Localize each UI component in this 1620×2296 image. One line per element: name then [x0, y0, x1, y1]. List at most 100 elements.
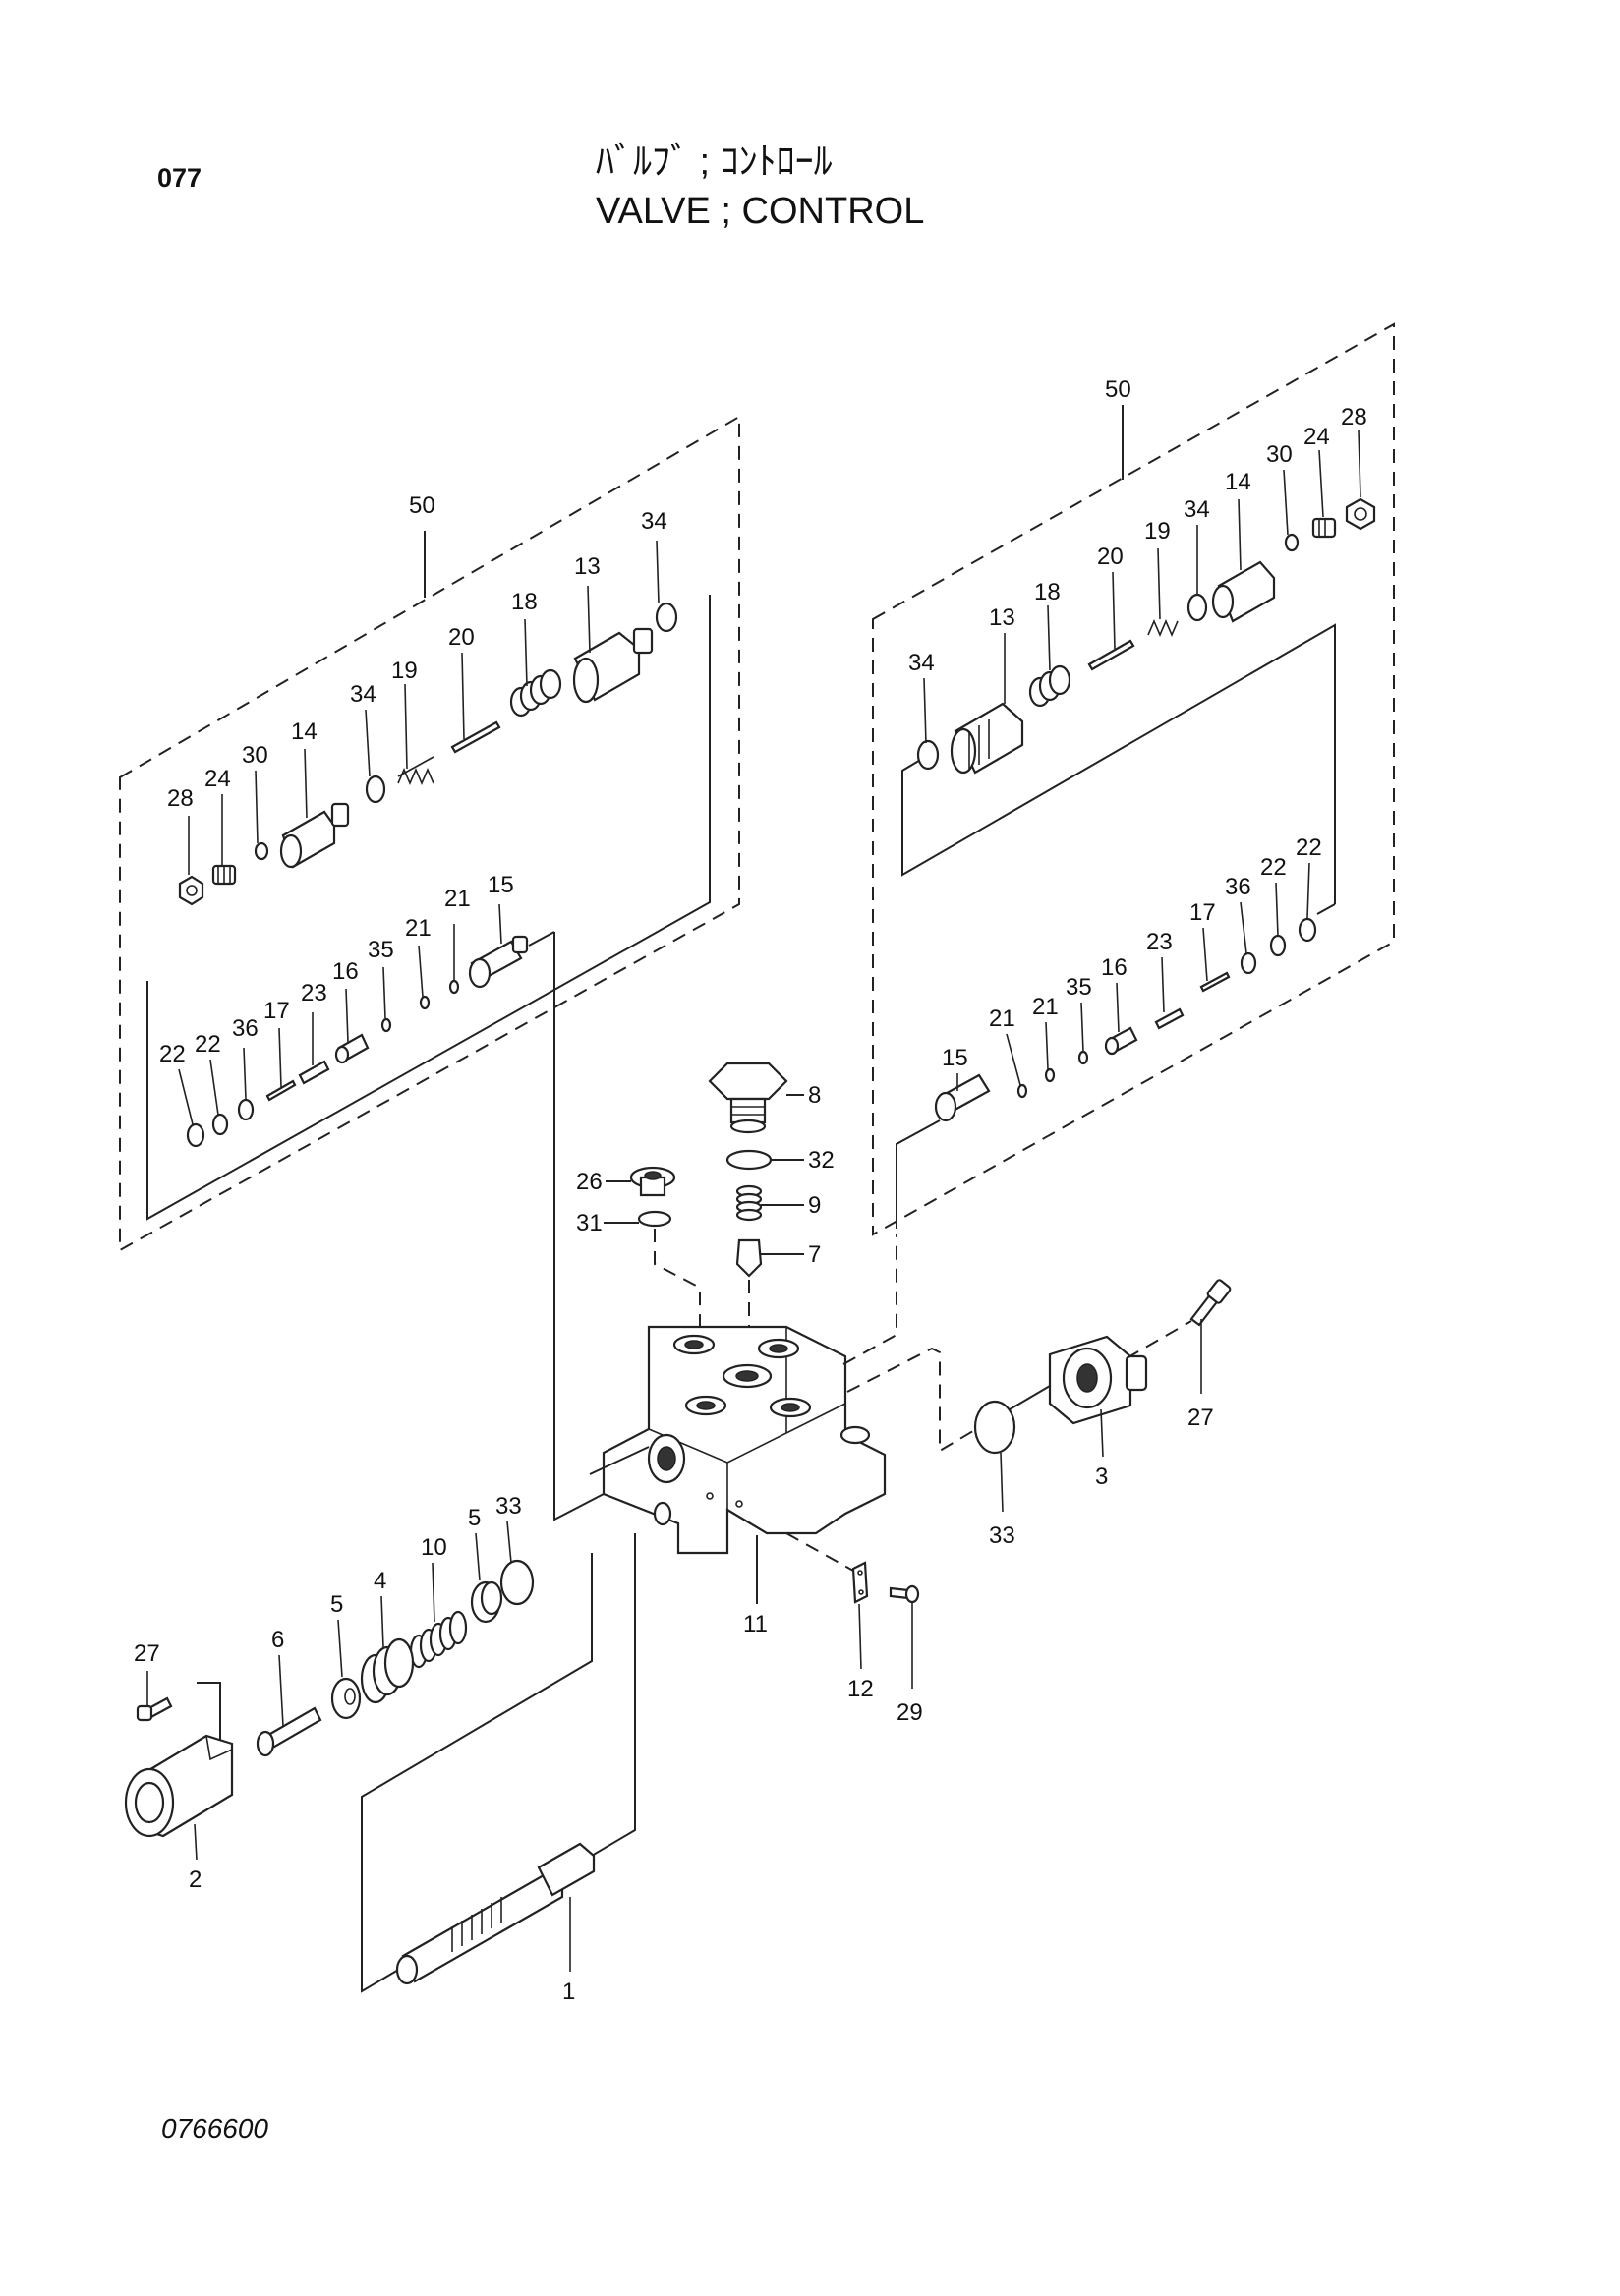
right-pin-20: [1087, 639, 1135, 671]
left-leader-22a: [178, 1068, 194, 1125]
left-cap-nut-28: [178, 875, 204, 906]
callout-right-19: 19: [1144, 518, 1171, 545]
left-leader-20: [461, 652, 465, 740]
callout-9: 9: [808, 1192, 821, 1219]
callout-10: 10: [421, 1534, 447, 1561]
right-plug-14: [1211, 560, 1276, 623]
title-japanese: ﾊﾞﾙﾌﾞ ; ｺﾝﾄﾛｰﾙ: [596, 142, 833, 183]
right-ring-22a: [1298, 917, 1317, 943]
right-leader-23: [1161, 956, 1165, 1013]
right-ring-35: [1077, 1050, 1089, 1065]
leader-5a: [337, 1619, 343, 1678]
callout-31: 31: [576, 1210, 603, 1236]
callout-3: 3: [1095, 1464, 1108, 1490]
callout-right-15: 15: [942, 1045, 968, 1071]
callout-29: 29: [897, 1699, 923, 1726]
left-leader-18: [524, 618, 528, 687]
callout-27b: 27: [134, 1640, 160, 1667]
left-leader-17: [278, 1027, 282, 1088]
right-spring-18: [1028, 664, 1071, 708]
callout-left-35: 35: [368, 937, 394, 963]
callout-right-36: 36: [1225, 874, 1251, 900]
callout-left-14: 14: [291, 718, 318, 745]
callout-left-34a: 34: [641, 508, 667, 535]
callout-6: 6: [271, 1627, 284, 1653]
right-ring-22b: [1269, 934, 1287, 957]
spring-9: [735, 1184, 763, 1222]
callout-right-22a: 22: [1296, 834, 1322, 861]
left-leader-16: [345, 988, 349, 1043]
left-leader-30: [255, 770, 259, 844]
left-spring-18: [509, 668, 562, 718]
callout-right-34a: 34: [1184, 496, 1210, 523]
plug-26: [629, 1166, 676, 1197]
right-leader-21b: [1045, 1021, 1049, 1070]
leader-3: [1100, 1408, 1104, 1458]
bolt-27b: [136, 1696, 173, 1722]
callout-2: 2: [189, 1866, 202, 1893]
axis-flange: [846, 1347, 984, 1453]
title-block: ﾊﾞﾙﾌﾞ ; ｺﾝﾄﾛｰﾙ VALVE ; CONTROL: [596, 138, 924, 236]
callout-left-22b: 22: [195, 1031, 221, 1058]
axis-body-to-right-kit: [842, 1234, 897, 1365]
left-poppet-body-13: [572, 627, 654, 704]
right-leader-19: [1157, 547, 1161, 620]
right-piston-23: [1154, 1007, 1185, 1030]
leader-10: [432, 1562, 435, 1623]
right-kit-connector-lower: [1316, 903, 1336, 915]
left-poppet-15: [468, 935, 529, 989]
leader-2: [194, 1823, 198, 1861]
cap-2-connector: [197, 1682, 221, 1740]
o-ring-32: [725, 1149, 773, 1171]
left-o-ring-34a: [655, 602, 678, 633]
right-leader-22b: [1275, 882, 1279, 937]
callout-right-20: 20: [1097, 544, 1124, 570]
plate-12: [851, 1561, 869, 1604]
bolt-6: [256, 1706, 322, 1757]
right-leader-14: [1238, 498, 1242, 571]
right-leader-21a: [1006, 1033, 1021, 1086]
bolt-27a: [1189, 1279, 1232, 1327]
leader-33b: [506, 1521, 512, 1564]
callout-right-30: 30: [1266, 441, 1293, 468]
callout-7: 7: [808, 1241, 821, 1268]
o-ring-33a: [973, 1400, 1016, 1455]
callout-right-34b: 34: [908, 650, 935, 676]
left-leader-22b: [209, 1059, 219, 1116]
leader-12: [858, 1603, 862, 1670]
right-sleeve-16: [1104, 1026, 1138, 1056]
left-ring-22b: [211, 1113, 229, 1136]
callout-left-20: 20: [448, 624, 475, 651]
left-leader-21b: [418, 945, 424, 998]
left-pin-17: [265, 1079, 297, 1102]
flange-3: [1048, 1335, 1148, 1425]
callout-5b: 5: [468, 1505, 481, 1531]
valve-body-11: [602, 1325, 887, 1555]
right-o-ring-34a: [1186, 593, 1208, 622]
spool-assembly-outline: [361, 1533, 636, 1993]
callout-27a: 27: [1187, 1405, 1214, 1431]
spool-1: [395, 1842, 596, 1985]
left-piston-23: [298, 1060, 330, 1085]
callout-32: 32: [808, 1147, 835, 1174]
right-kit-dashed-boundary: [872, 322, 1395, 1236]
right-leader-34b: [923, 677, 927, 744]
callout-left-15: 15: [488, 872, 514, 898]
callout-right-17: 17: [1189, 899, 1216, 926]
right-spring-19: [1147, 618, 1179, 638]
callout-12: 12: [847, 1676, 874, 1702]
left-leader-15: [498, 903, 502, 945]
callout-left-30: 30: [242, 742, 268, 769]
leader-6: [278, 1654, 284, 1727]
callout-right-21a: 21: [989, 1005, 1015, 1032]
callout-26: 26: [576, 1169, 603, 1195]
right-ring-36: [1240, 951, 1257, 975]
callout-1: 1: [562, 1979, 575, 2005]
callout-left-18: 18: [511, 589, 538, 615]
right-poppet-body-13: [950, 702, 1024, 775]
page-number: 077: [157, 163, 202, 193]
left-ring-35: [380, 1017, 392, 1033]
right-o-ring-34b: [916, 739, 940, 771]
callout-left-19: 19: [391, 658, 418, 684]
